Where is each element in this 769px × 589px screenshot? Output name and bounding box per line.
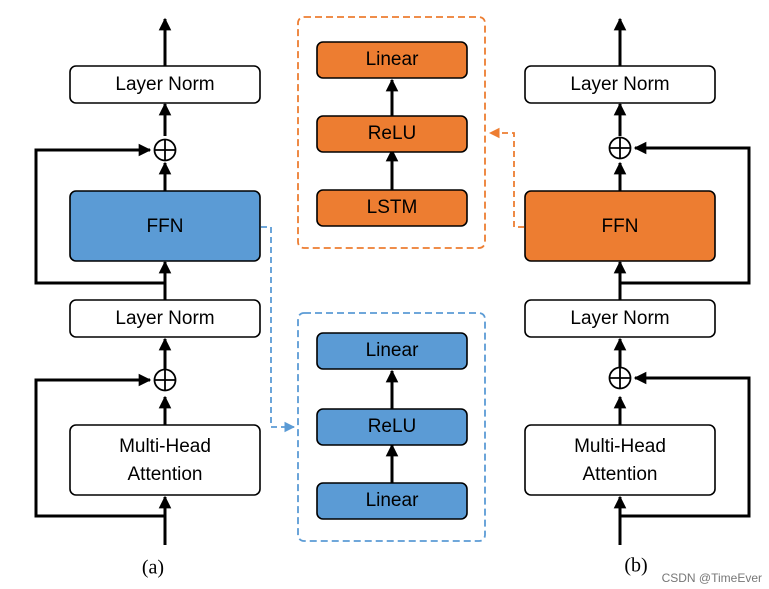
left-layer-norm-mid: Layer Norm <box>69 299 261 338</box>
left-layer-norm-top: Layer Norm <box>69 65 261 104</box>
left-add-node-bottom <box>153 368 177 392</box>
caption-b: (b) <box>624 555 647 577</box>
left-attention-label-2: Attention <box>128 464 203 485</box>
blue-linear-bottom-layer: Linear <box>316 482 468 520</box>
blue-linear-top-layer: Linear <box>316 332 468 370</box>
orange-linear-label: Linear <box>366 49 419 70</box>
left-add-node-top <box>153 138 177 162</box>
right-attention-label-2: Attention <box>583 464 658 485</box>
orange-linear-layer: Linear <box>316 41 468 79</box>
left-encoder-block: Layer Norm FFN Layer Norm Multi-Head Att… <box>34 17 261 579</box>
blue-linear-bottom-label: Linear <box>366 490 419 511</box>
right-residual-bottom <box>620 371 751 518</box>
left-attention-label-1: Multi-Head <box>119 436 211 457</box>
blue-linear-top-label: Linear <box>366 340 419 361</box>
left-layer-norm-mid-label: Layer Norm <box>115 308 214 329</box>
left-residual-bottom <box>34 373 165 518</box>
left-ffn-box: FFN <box>69 190 261 262</box>
right-ffn-label: FFN <box>602 216 639 237</box>
blue-ffn-detail: Linear ReLU Linear <box>297 312 486 542</box>
left-layer-norm-top-label: Layer Norm <box>115 74 214 95</box>
right-layer-norm-mid: Layer Norm <box>524 299 716 338</box>
right-add-node-top <box>608 136 632 160</box>
right-residual-top <box>620 141 751 285</box>
orange-detail-frame <box>297 16 486 249</box>
orange-relu-layer: ReLU <box>316 115 468 153</box>
orange-relu-label: ReLU <box>368 123 417 144</box>
right-attention-box: Multi-Head Attention <box>524 424 716 496</box>
orange-ffn-connector <box>488 127 524 228</box>
orange-lstm-label: LSTM <box>367 197 418 218</box>
blue-relu-label: ReLU <box>368 416 417 437</box>
right-layer-norm-mid-label: Layer Norm <box>570 308 669 329</box>
right-layer-norm-top: Layer Norm <box>524 65 716 104</box>
right-attention-label-1: Multi-Head <box>574 436 666 457</box>
left-residual-top <box>34 143 165 285</box>
orange-ffn-detail: Linear ReLU LSTM <box>297 16 486 249</box>
blue-detail-frame <box>297 312 486 542</box>
right-add-node-bottom <box>608 366 632 390</box>
watermark-text: CSDN @TimeEver <box>662 571 762 585</box>
orange-lstm-layer: LSTM <box>316 189 468 227</box>
blue-relu-layer: ReLU <box>316 408 468 446</box>
blue-ffn-connector <box>261 226 296 433</box>
left-ffn-label: FFN <box>147 216 184 237</box>
left-attention-box: Multi-Head Attention <box>69 424 261 496</box>
right-encoder-block: Layer Norm FFN Layer Norm Multi-Head Att… <box>524 17 751 577</box>
caption-a: (a) <box>142 557 164 579</box>
right-ffn-box: FFN <box>524 190 716 262</box>
right-layer-norm-top-label: Layer Norm <box>570 74 669 95</box>
